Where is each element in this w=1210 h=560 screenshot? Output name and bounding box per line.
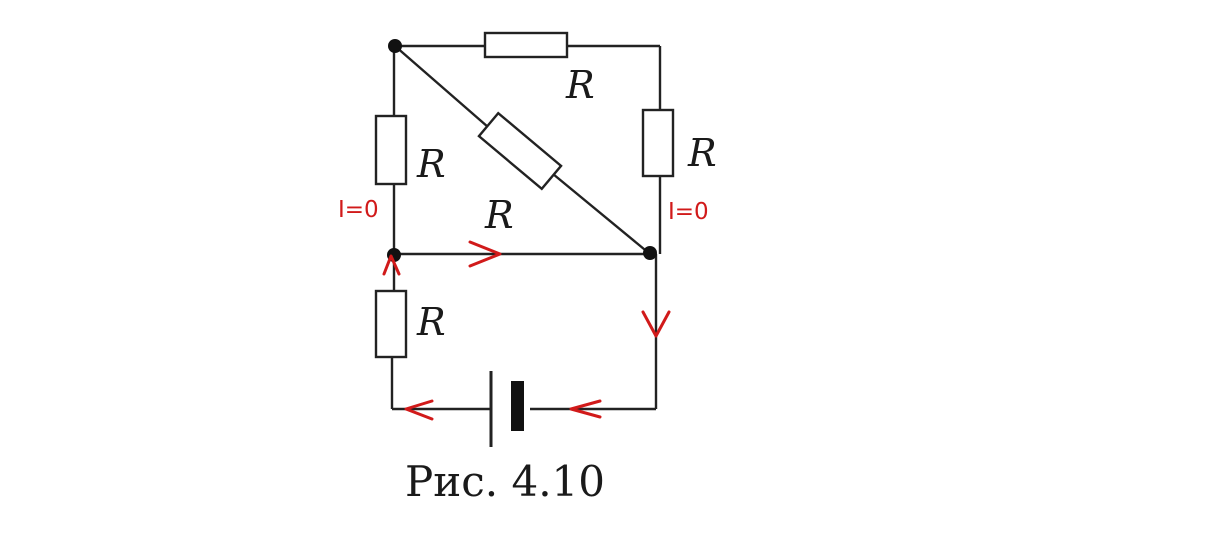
resistor-diagonal bbox=[477, 111, 563, 191]
wire-diagonal-b bbox=[552, 173, 651, 255]
resistor-left-upper bbox=[374, 114, 408, 186]
node-top-left bbox=[388, 39, 402, 53]
label-r-top: R bbox=[565, 63, 595, 107]
label-r-right: R bbox=[687, 131, 717, 175]
arrow-down-right bbox=[641, 310, 671, 338]
resistor-left-lower bbox=[374, 289, 408, 359]
battery-short-plate bbox=[511, 381, 524, 431]
arrow-right-middle bbox=[468, 240, 502, 268]
label-r-left-upper: R bbox=[416, 142, 446, 186]
current-label-right: I=0 bbox=[668, 199, 709, 225]
wire-diagonal-a bbox=[394, 45, 489, 128]
arrow-left-bottom-left bbox=[404, 399, 434, 421]
wires bbox=[390, 44, 662, 411]
label-r-left-lower: R bbox=[416, 300, 446, 344]
figure-caption: Рис. 4.10 bbox=[405, 457, 605, 506]
node-middle-right bbox=[643, 246, 657, 260]
resistor-top bbox=[483, 31, 569, 59]
current-label-left: I=0 bbox=[338, 197, 379, 223]
arrow-left-bottom-right bbox=[569, 399, 602, 419]
battery bbox=[489, 371, 524, 447]
label-r-diagonal: R bbox=[484, 193, 514, 237]
arrow-up-left bbox=[382, 254, 401, 276]
resistor-right bbox=[641, 108, 675, 178]
